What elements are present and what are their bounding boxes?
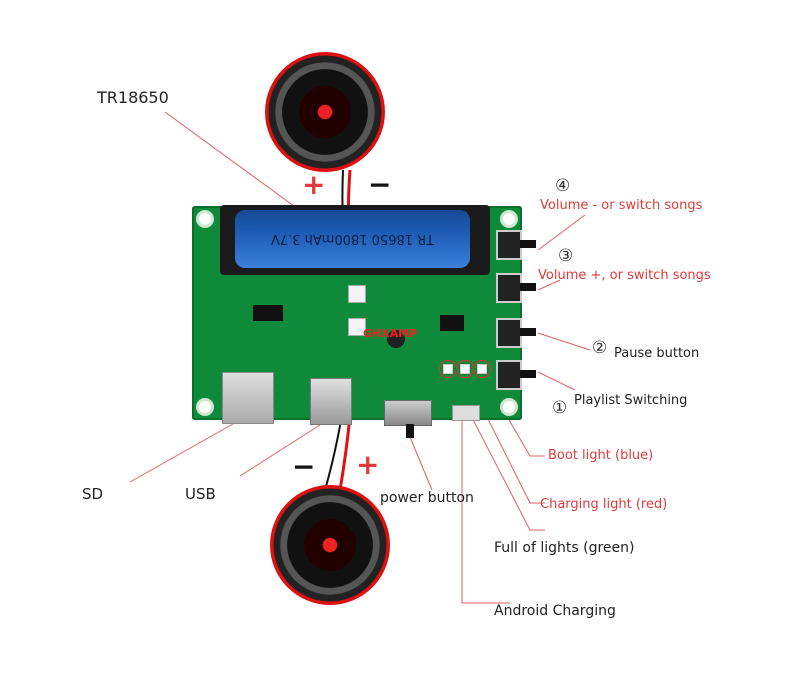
label-vol-down-number: ④ <box>555 176 571 196</box>
label-boot-light: Boot light (blue) <box>548 448 654 463</box>
mode-stem <box>520 370 536 378</box>
speaker-bottom <box>270 485 390 605</box>
play-stem <box>520 328 536 336</box>
power-switch-knob[interactable] <box>406 424 414 438</box>
vol-down-stem <box>520 240 536 248</box>
label-playlist: Playlist Switching <box>574 393 688 408</box>
leader-pause <box>537 332 591 351</box>
label-full-light: Full of lights (green) <box>494 540 635 556</box>
mount-hole <box>500 398 518 416</box>
leader-android <box>461 420 510 604</box>
label-pause-number: ② <box>592 338 608 358</box>
battery-text: TR 18650 1800mAh 3.7V <box>270 231 435 247</box>
mount-hole <box>196 210 214 228</box>
polarity-top-minus: − <box>368 168 392 201</box>
leader-sd <box>129 419 241 483</box>
sd-card-slot[interactable] <box>222 372 274 424</box>
label-usb: USB <box>185 485 216 503</box>
vol-up-button[interactable] <box>496 273 522 303</box>
label-charging-light: Charging light (red) <box>540 497 668 512</box>
battery: TR 18650 1800mAh 3.7V <box>235 210 470 268</box>
label-power-button: power button <box>380 490 474 506</box>
label-pause: Pause button <box>614 346 700 361</box>
micro-usb-port[interactable] <box>452 405 480 421</box>
speaker-connector-top <box>348 285 366 303</box>
power-switch[interactable] <box>384 400 432 426</box>
mount-hole <box>500 210 518 228</box>
brand-mark: GHXAMP <box>363 327 418 340</box>
charge-led-ring <box>456 360 474 378</box>
full-led-ring <box>439 360 457 378</box>
label-vol-up: Volume +, or switch songs <box>538 268 711 283</box>
leader-full <box>449 374 545 531</box>
power-led-ring <box>473 360 491 378</box>
label-battery: TR18650 <box>97 88 169 107</box>
label-vol-up-number: ③ <box>558 246 574 266</box>
usb-port[interactable] <box>310 378 352 425</box>
amp-chip <box>440 315 464 331</box>
leader-playlist <box>537 371 576 391</box>
vol-up-stem <box>520 283 536 291</box>
speaker-connector-bottom <box>348 318 366 336</box>
leader-vol-down <box>537 214 586 251</box>
polarity-bottom-minus: − <box>292 450 316 483</box>
label-sd: SD <box>82 485 104 503</box>
label-android-charging: Android Charging <box>494 603 616 619</box>
label-vol-down: Volume - or switch songs <box>540 198 703 213</box>
leader-power <box>409 436 433 491</box>
leader-usb <box>239 424 321 477</box>
capacitor <box>387 330 405 348</box>
speaker-top <box>265 52 385 172</box>
play-button[interactable] <box>496 318 522 348</box>
leader-vol-up <box>537 279 561 291</box>
vol-down-button[interactable] <box>496 230 522 260</box>
bt-chip <box>253 305 283 321</box>
label-playlist-number: ① <box>552 398 568 418</box>
mode-button[interactable] <box>496 360 522 390</box>
polarity-top-plus: + <box>302 168 326 201</box>
polarity-bottom-plus: + <box>356 448 380 481</box>
mount-hole <box>196 398 214 416</box>
